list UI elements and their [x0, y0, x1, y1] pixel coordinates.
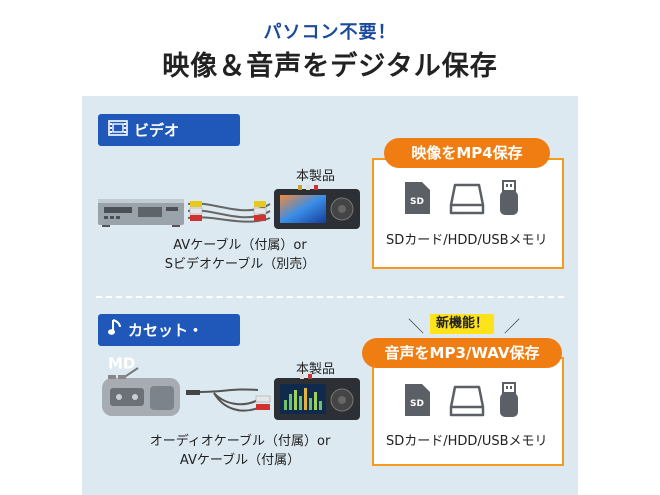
video-output-title: 映像をMP4保存 — [384, 138, 550, 168]
audio-cable-line2: AVケーブル（付属） — [179, 453, 301, 468]
page-title: 映像＆音声をデジタル保存 — [162, 51, 498, 82]
sd-card-icon: SD — [402, 181, 432, 219]
new-feature-badge: 新機能！ — [430, 314, 495, 334]
video-media-caption: SDカード/HDD/USBメモリ — [386, 233, 548, 248]
new-badge-right-slash: ／ — [504, 317, 521, 336]
svg-text:SD: SD — [410, 197, 424, 207]
cassette-player-image — [98, 366, 184, 422]
av-cable-image — [184, 198, 274, 228]
hdd-icon — [449, 183, 485, 219]
audio-media-caption: SDカード/HDD/USBメモリ — [386, 434, 548, 449]
music-note-icon — [108, 315, 122, 347]
video-tag-label: ビデオ — [134, 121, 180, 140]
hdd-icon-audio — [449, 385, 485, 421]
usb-memory-icon-audio — [497, 382, 521, 422]
audio-cable-image — [184, 384, 276, 418]
video-tag: ビデオ — [98, 114, 240, 146]
subtitle: パソコン不要！ — [263, 22, 397, 43]
audio-tag-label: カセット・MD — [108, 321, 204, 373]
new-badge-left-slash: ＼ — [408, 317, 425, 336]
film-icon — [108, 115, 128, 147]
video-device-label: 本製品 — [296, 169, 336, 184]
audio-output-title: 音声をMP3/WAV保存 — [362, 338, 562, 368]
audio-device-label: 本製品 — [296, 362, 336, 377]
video-cable-line1: AVケーブル（付属）or — [173, 238, 307, 253]
sd-card-icon-audio: SD — [402, 383, 432, 421]
video-cable-caption: AVケーブル（付属）or Sビデオケーブル（別売） — [140, 236, 340, 274]
recorder-device-image — [274, 185, 360, 233]
audio-cable-caption: オーディオケーブル（付属）or AVケーブル（付属） — [128, 432, 352, 470]
video-cable-line2: Sビデオケーブル（別売） — [164, 257, 316, 272]
svg-text:SD: SD — [410, 399, 424, 409]
audio-tag: カセット・MD — [98, 314, 240, 372]
usb-memory-icon — [497, 180, 521, 220]
audio-cable-line1: オーディオケーブル（付属）or — [149, 434, 331, 449]
vcr-device-image — [98, 199, 184, 231]
recorder-device-image-audio — [274, 374, 360, 424]
section-divider — [96, 296, 564, 298]
